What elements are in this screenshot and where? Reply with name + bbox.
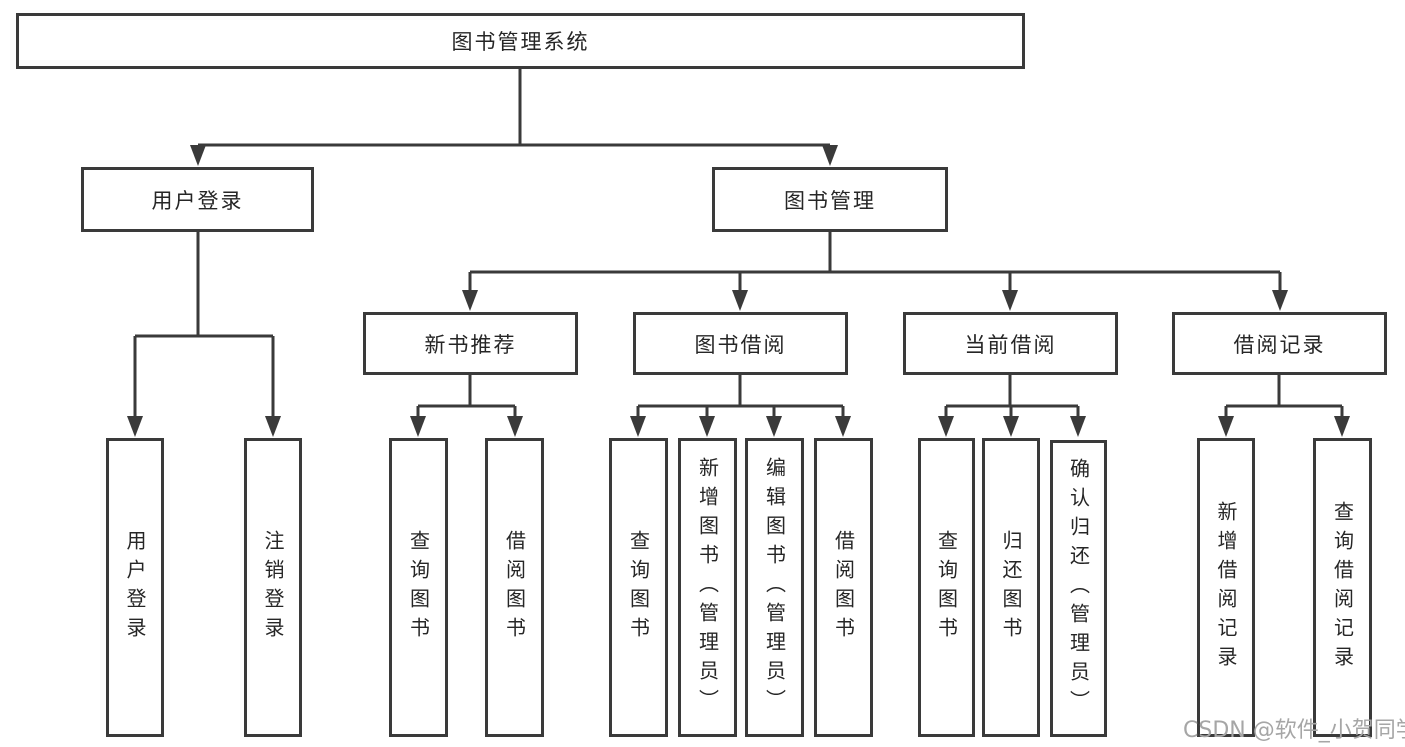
node-label: 查询借阅记录 — [1330, 500, 1355, 675]
node-label: 图书管理系统 — [451, 30, 590, 54]
node-label: 图书管理 — [784, 188, 876, 213]
arrowhead-icon — [462, 290, 478, 311]
node-label: 归还图书 — [999, 529, 1023, 646]
node-label: 图书借阅 — [694, 332, 787, 357]
node-current-borrowing: 当前借阅 — [903, 312, 1118, 375]
leaf-add-books-admin: 新增图书（管理员） — [678, 438, 737, 737]
leaf-borrow-books-borrowing: 借阅图书 — [814, 438, 873, 737]
node-book-management: 图书管理 — [712, 167, 948, 232]
arrowhead-icon — [1002, 290, 1018, 311]
node-label: 新增图书（管理员） — [695, 457, 720, 718]
leaf-user-login: 用户登录 — [106, 438, 164, 737]
edge-root-to-level2 — [196, 69, 832, 149]
arrowhead-icon — [835, 416, 851, 437]
node-user-login: 用户登录 — [81, 167, 314, 232]
edge-records-to-leaves — [1224, 375, 1344, 419]
node-label: 用户登录 — [123, 529, 147, 646]
arrowhead-icon — [1070, 416, 1086, 437]
node-label: 编辑图书（管理员） — [762, 457, 787, 718]
leaf-borrow-books-recommend: 借阅图书 — [485, 438, 544, 737]
node-label: 新增借阅记录 — [1214, 500, 1238, 675]
node-label: 借阅图书 — [831, 529, 856, 646]
leaf-return-books: 归还图书 — [982, 438, 1040, 737]
arrowhead-icon — [699, 416, 715, 437]
arrowhead-icon — [822, 145, 838, 166]
edge-borrowing-to-leaves — [636, 375, 845, 419]
arrowhead-icon — [507, 416, 523, 437]
arrowhead-icon — [1272, 290, 1288, 311]
leaf-query-borrow-record: 查询借阅记录 — [1313, 438, 1372, 737]
leaf-confirm-return-admin: 确认归还（管理员） — [1050, 440, 1107, 737]
arrowhead-icon — [732, 290, 748, 311]
arrowhead-icon — [265, 416, 281, 437]
node-label: 查询图书 — [626, 529, 651, 646]
csdn-watermark: CSDN @软件_小贺同学 — [1183, 718, 1405, 743]
arrowhead-icon — [630, 416, 646, 437]
node-library-management-system: 图书管理系统 — [16, 13, 1025, 69]
leaf-add-borrow-record: 新增借阅记录 — [1197, 438, 1255, 737]
leaf-edit-books-admin: 编辑图书（管理员） — [745, 438, 804, 737]
arrowhead-icon — [938, 416, 954, 437]
edge-current-to-leaves — [944, 375, 1080, 419]
arrowhead-icon — [1218, 416, 1234, 437]
node-label: 用户登录 — [151, 188, 244, 213]
arrowhead-icon — [1003, 416, 1019, 437]
node-label: 当前借阅 — [964, 332, 1057, 357]
node-label: 借阅记录 — [1233, 332, 1326, 357]
node-book-borrowing: 图书借阅 — [633, 312, 848, 375]
leaf-logout-login: 注销登录 — [244, 438, 302, 737]
arrowhead-icon — [190, 145, 206, 166]
node-label: 查询图书 — [406, 529, 431, 646]
node-borrowing-records: 借阅记录 — [1172, 312, 1387, 375]
arrowhead-icon — [127, 416, 143, 437]
arrowhead-icon — [410, 416, 426, 437]
node-label: 注销登录 — [261, 529, 285, 646]
edge-newbook-to-leaves — [416, 375, 517, 419]
node-label: 确认归还（管理员） — [1066, 458, 1091, 719]
arrowhead-icon — [1334, 416, 1350, 437]
node-label: 借阅图书 — [502, 529, 527, 646]
leaf-query-books-current: 查询图书 — [918, 438, 975, 737]
edge-bookmgmt-to-level3 — [468, 232, 1282, 294]
arrowhead-icon — [766, 416, 782, 437]
node-label: 查询图书 — [934, 529, 959, 646]
node-new-book-recommendation: 新书推荐 — [363, 312, 578, 375]
node-label: 新书推荐 — [424, 332, 517, 357]
edge-userlogin-to-leaves — [133, 232, 275, 419]
leaf-query-books-recommend: 查询图书 — [389, 438, 448, 737]
leaf-query-books-borrowing: 查询图书 — [609, 438, 668, 737]
